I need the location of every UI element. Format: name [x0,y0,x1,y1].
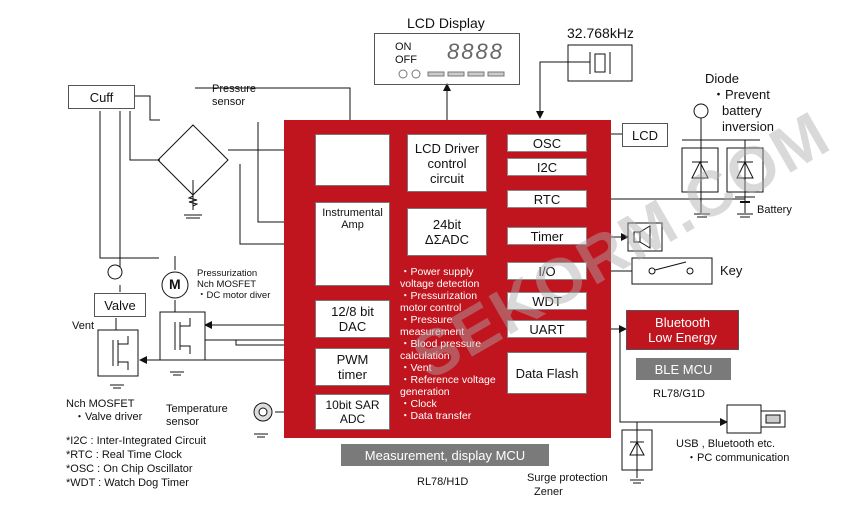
mcu-part-number: RL78/H1D [417,476,469,488]
vent-label: Vent [72,320,95,332]
usb-label-2: ・PC communication [686,452,790,464]
cuff-label: Cuff [89,89,114,105]
lcd-display-panel: ON OFF 8888 [374,33,520,85]
usb-label-1: USB , Bluetooth etc. [676,438,776,450]
cuff-block: Cuff [68,85,135,109]
temperature-label-2: sensor [166,416,200,428]
function-item: voltage detection [400,278,480,290]
wdt-block: WDT [507,292,587,310]
temperature-label-1: Temperature [166,403,228,415]
function-item: ・Reference voltage [400,374,496,386]
ble-caption-text: BLE MCU [654,361,713,377]
function-item: motor control [400,302,462,314]
motor-symbol: M [169,276,181,292]
timer-block: Timer [507,227,587,245]
adc24-line-1: 24bit [432,217,462,232]
function-item: ・Pressure [400,314,453,326]
valve-label: Valve [104,297,136,313]
pressure-sensor-label-1: Pressure [212,83,257,95]
lcd-on-label: ON [395,41,412,53]
dac-line-1: 12/8 bit [331,304,374,319]
diode-note-3: inversion [722,119,775,134]
i2c-block: I2C [507,158,587,176]
lcd-driver-line-1: LCD Driver [414,140,480,156]
function-item: ・Clock [400,398,437,410]
motor-label-3: ・DC motor diver [197,290,271,301]
function-item: measurement [400,326,465,338]
pressure-sensor-label-2: sensor [212,96,246,108]
lcd-block-label: LCD [631,127,658,143]
battery-label: Battery [757,204,792,216]
mcu-caption-text: Measurement, display MCU [364,447,526,463]
instrumental-amp-block: Instrumental Amp [315,202,390,286]
sar-adc-block: 10bit SAR ADC [315,394,390,430]
motor-label-1: Pressurization [197,268,258,279]
footnote-i2c: *I2C : Inter-Integrated Circuit [66,435,207,447]
diode-note-1: ・Prevent [712,87,770,102]
valve-block: Valve [94,293,146,317]
function-item: ・Power supply [400,266,474,278]
wdt-label: WDT [532,293,562,309]
surge-label-1: Surge protection [527,472,608,484]
lcd-digits: 8888 [447,39,504,64]
footnote-wdt: *WDT : Watch Dog Timer [66,477,189,489]
pwm-line-2: timer [338,367,367,382]
data-flash-label: Data Flash [515,365,579,381]
io-label: I/O [538,263,556,279]
diode-note-2: battery [722,103,762,118]
opamp-block [315,134,390,186]
function-item: ・Pressurization [400,290,478,302]
nch-mosfet-label-1: Nch MOSFET [66,398,135,410]
function-item: ・Blood pressure [400,338,482,350]
diode-title: Diode [705,71,739,86]
adc24-line-2: ΔΣADC [424,232,470,247]
function-item: generation [400,386,450,398]
footnote-osc: *OSC : On Chip Oscillator [66,463,193,475]
lcd-display-title: LCD Display [407,15,485,31]
footnote-rtc: *RTC : Real Time Clock [66,449,182,461]
osc-label: OSC [532,135,562,151]
motor-label-2: Nch MOSFET [197,279,257,290]
function-item: ・Vent [400,362,432,374]
instrumental-amp-line-2: Amp [341,219,364,231]
sar-line-2: ADC [339,412,366,426]
io-block: I/O [507,262,587,280]
pwm-timer-block: PWM timer [315,348,390,386]
mcu-function-list: ・Power supply voltage detection ・Pressur… [400,266,496,422]
lcd-block: LCD [622,123,668,147]
dac-block: 12/8 bit DAC [315,300,390,338]
ble-block: Bluetooth Low Energy [626,310,739,350]
function-item: calculation [400,350,450,362]
ble-part-number: RL78/G1D [653,388,705,400]
data-flash-block: Data Flash [507,352,587,394]
timer-label: Timer [530,228,564,244]
surge-label-2: Zener [534,486,563,498]
sar-line-1: 10bit SAR [325,398,380,412]
lcd-off-label: OFF [395,54,417,66]
mcu-caption: Measurement, display MCU [341,444,549,466]
key-label: Key [720,263,743,278]
osc-block: OSC [507,134,587,152]
instrumental-amp-line-1: Instrumental [322,207,383,219]
uart-block: UART [507,320,587,338]
ble-caption: BLE MCU [636,358,731,380]
ble-line-1: Bluetooth [655,315,710,330]
uart-label: UART [529,321,565,337]
delta-sigma-adc-block: 24bit ΔΣADC [407,208,487,256]
rtc-block: RTC [507,190,587,208]
function-item: ・Data transfer [400,410,472,422]
lcd-driver-line-3: circuit [430,170,464,186]
crystal-label: 32.768kHz [567,25,634,41]
ble-line-2: Low Energy [648,330,717,345]
rtc-label: RTC [533,191,561,207]
pwm-line-1: PWM [336,352,369,367]
dac-line-2: DAC [338,319,367,334]
nch-mosfet-label-2: ・Valve driver [74,411,143,423]
lcd-driver-line-2: control [427,155,467,171]
lcd-driver-block: LCD Driver control circuit [407,134,487,192]
i2c-label: I2C [536,159,558,175]
